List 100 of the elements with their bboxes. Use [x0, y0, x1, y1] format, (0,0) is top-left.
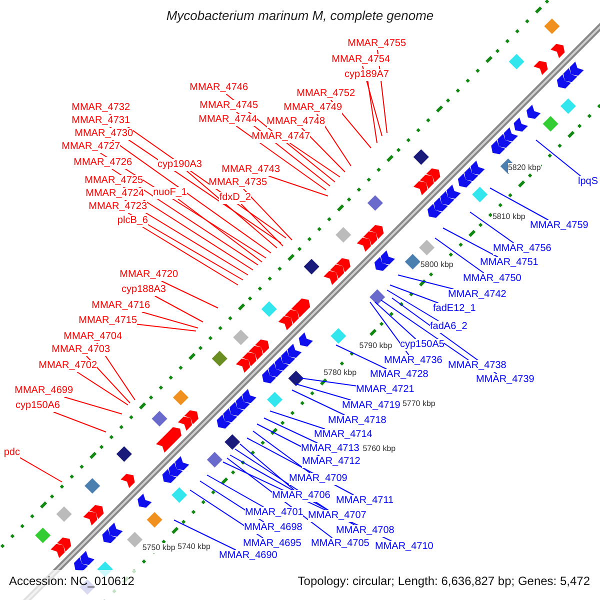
leader-line: [76, 372, 128, 406]
leader-line: [236, 126, 326, 190]
gene-label: MMAR_4756: [493, 243, 552, 255]
gene-label: MMAR_4701: [245, 507, 304, 519]
gene-label: cyp188A3: [122, 284, 166, 296]
gene-label: MMAR_4750: [463, 273, 522, 285]
leader-line: [112, 140, 272, 254]
gene-label: MMAR_4716: [92, 300, 150, 312]
leader-line: [380, 300, 469, 360]
leader-line: [370, 302, 410, 356]
gene-label: MMAR_4709: [289, 473, 348, 485]
gene-label: MMAR_4759: [530, 220, 588, 232]
gene-label: MMAR_4731: [72, 115, 130, 127]
gene-label: MMAR_4707: [308, 510, 366, 522]
gene-label: MMAR_4718: [328, 415, 386, 427]
gene-label: MMAR_4690: [219, 550, 278, 562]
gene-label: MMAR_4699: [14, 385, 73, 397]
gene-label: MMAR_4704: [64, 331, 122, 343]
footer-text: Topology: circular; Length: 6,636,827 bp; Genes: 5,472: [298, 574, 590, 589]
gene-label: MMAR_4719: [342, 400, 400, 412]
leader-line: [390, 284, 439, 304]
gene-label: MMAR_4724: [86, 188, 144, 200]
leader-line: [289, 142, 340, 178]
gene-label: MMAR_4730: [74, 128, 133, 140]
leader-line: [264, 418, 318, 444]
leader-line: [367, 80, 378, 144]
gene-label: MMAR_4715: [78, 315, 137, 327]
leader-line: [20, 457, 62, 482]
position-label: 5760 kbp: [362, 444, 396, 454]
title: Mycobacterium marinum M, complete genome: [165, 8, 435, 23]
gene-label: lpqS: [578, 176, 598, 188]
position-label: 5800 kbp: [420, 260, 454, 270]
gene-label: MMAR_4738: [448, 360, 506, 372]
gene-label: MMAR_4721: [356, 384, 414, 396]
gene-label: MMAR_4728: [370, 369, 428, 381]
leader-line: [186, 170, 278, 248]
gene-label: pdc: [4, 447, 20, 459]
gene-label: MMAR_4742: [448, 289, 506, 301]
leader-line: [300, 378, 356, 386]
leader-line: [268, 176, 328, 196]
gene-label: fdxD_2: [219, 192, 251, 204]
leader-line: [386, 290, 440, 322]
leader-line: [470, 212, 514, 244]
leader-line: [178, 198, 262, 262]
gene-label: MMAR_4727: [62, 141, 120, 153]
leader-line: [536, 140, 582, 176]
gene-label: MMAR_4705: [311, 538, 370, 550]
gene-label: fadE12_1: [433, 303, 476, 315]
gene-label: MMAR_4708: [336, 525, 394, 537]
gene-label: MMAR_4726: [74, 157, 132, 169]
leader-line: [336, 344, 387, 370]
gene-label: MMAR_4746: [190, 82, 248, 94]
gene-label: MMAR_4732: [72, 102, 130, 114]
gene-label: MMAR_4735: [208, 177, 267, 189]
gene-label: MMAR_4749: [284, 102, 342, 114]
gene-label: cyp190A3: [158, 159, 202, 171]
gene-label: MMAR_4755: [348, 38, 406, 50]
position-label: 5740 kbp: [178, 542, 210, 552]
gene-label: MMAR_4739: [476, 374, 534, 386]
gene-label: MMAR_4713: [301, 443, 360, 455]
gene-label: MMAR_4745: [200, 100, 258, 112]
position-label: 5820 kbp: [508, 162, 541, 173]
gene-label: MMAR_4720: [120, 269, 178, 281]
gene-label: MMAR_4698: [244, 522, 302, 534]
gene-label: MMAR_4703: [52, 344, 110, 356]
leader-line: [270, 410, 326, 430]
leader-line: [53, 412, 106, 432]
leader-line: [296, 384, 352, 400]
position-label: 5770 kbp: [402, 399, 436, 410]
leader-line: [154, 296, 204, 322]
leader-line: [111, 168, 258, 266]
leader-line: [64, 396, 122, 414]
gene-label: MMAR_4754: [332, 54, 390, 66]
leader-line: [442, 228, 498, 258]
leader-line: [292, 390, 346, 416]
gene-label: MMAR_4712: [302, 456, 360, 468]
position-label: 5810 kbp: [492, 212, 526, 222]
leader-line: [398, 274, 454, 290]
leader-line: [301, 128, 346, 172]
footer-text: Accession: NC_010612: [9, 574, 134, 589]
position-label: 5780 kbp: [324, 368, 357, 378]
gene-label: cyp189A7: [344, 69, 389, 81]
gene-label: cyp150A6: [16, 400, 60, 412]
gene-label: MMAR_4748: [266, 116, 325, 128]
leader-line: [142, 226, 238, 286]
gene-label: MMAR_4743: [222, 164, 280, 176]
leader-line: [141, 312, 198, 328]
leader-line: [136, 324, 196, 332]
gene-label: MMAR_4725: [84, 175, 143, 187]
leader-line: [252, 430, 310, 474]
gene-label: MMAR_4711: [336, 495, 394, 507]
leader-line: [374, 302, 416, 340]
leader-line: [434, 238, 484, 274]
gene-label: fadA6_2: [430, 321, 468, 333]
leader-line: [243, 188, 292, 240]
gene-label: MMAR_4706: [272, 490, 330, 502]
leader-line: [490, 188, 549, 220]
gene-label: MMAR_4714: [314, 429, 372, 441]
position-label: 5790 kbp: [359, 341, 392, 352]
gene-label: MMAR_4710: [375, 541, 434, 553]
